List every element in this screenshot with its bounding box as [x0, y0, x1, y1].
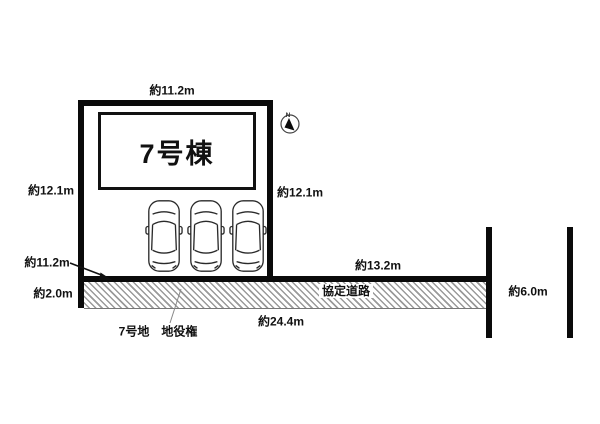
dim-left-depth-label: 約12.1m: [27, 183, 75, 198]
dim-right-depth-label: 約12.1m: [276, 185, 324, 200]
building-outline: 7号棟: [98, 112, 256, 190]
dim-road-upper-length-label: 約13.2m: [354, 258, 402, 273]
road-upper-boundary: [78, 276, 491, 282]
dim-right-road-width-label: 約6.0m: [508, 284, 548, 299]
easement-note-label: 7号地 地役権: [118, 324, 198, 339]
compass-north-label: N: [286, 112, 291, 119]
car-icon: [145, 200, 183, 272]
dim-road-frontage-label: 約11.2m: [24, 255, 70, 270]
compass-icon: N: [280, 112, 300, 134]
lot-boundary-left: [78, 100, 84, 308]
road-label: 協定道路: [318, 284, 374, 298]
dim-road-strip-width-label: 約2.0m: [33, 286, 73, 301]
dim-top-width-label: 約11.2m: [149, 83, 195, 98]
car-icon: [229, 200, 267, 272]
building-label: 7号棟: [139, 138, 215, 169]
road-end-bar-right: [567, 227, 573, 338]
lot-boundary-top: [78, 100, 273, 106]
road-hatch-area: [84, 282, 486, 309]
lot-boundary-right: [267, 100, 273, 282]
car-icon: [187, 200, 225, 272]
road-end-bar-left: [486, 227, 492, 338]
dim-road-total-length-label: 約24.4m: [257, 314, 305, 329]
